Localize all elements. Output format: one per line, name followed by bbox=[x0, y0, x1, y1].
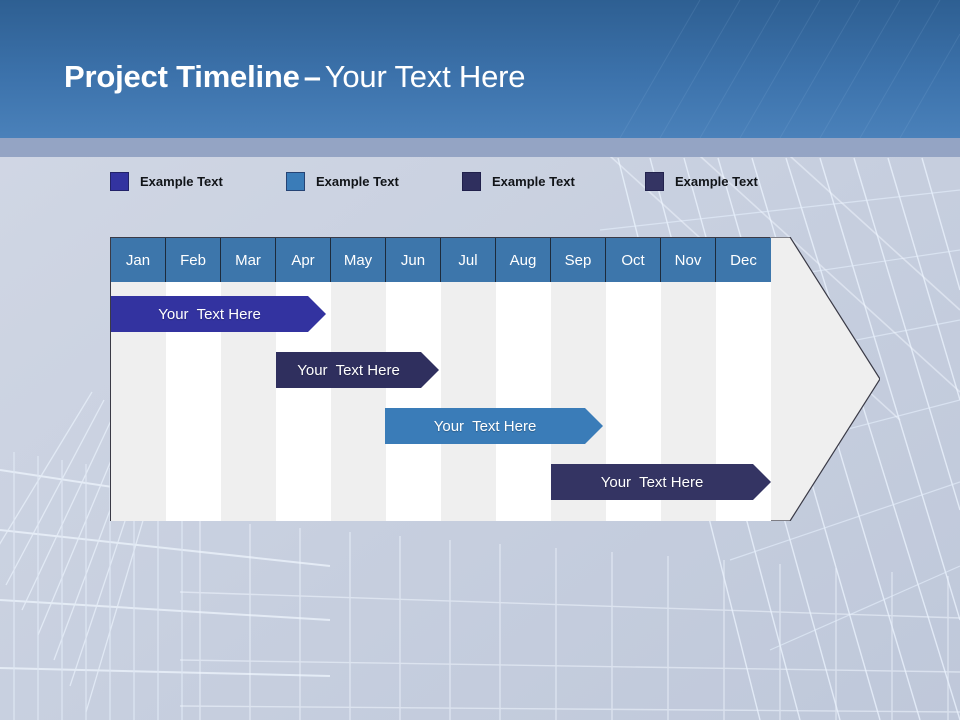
legend-label: Example Text bbox=[140, 173, 223, 189]
legend-label: Example Text bbox=[675, 173, 758, 189]
month-header-aug[interactable]: Aug bbox=[496, 238, 551, 282]
month-header-oct[interactable]: Oct bbox=[606, 238, 661, 282]
month-header-sep[interactable]: Sep bbox=[551, 238, 606, 282]
page-title-primary: Project Timeline bbox=[64, 59, 300, 94]
month-header-apr[interactable]: Apr bbox=[276, 238, 331, 282]
task-bar-label: Your Text Here bbox=[433, 417, 537, 435]
legend-swatch-icon bbox=[110, 171, 129, 191]
task-bar-2[interactable]: Your Text Here bbox=[276, 352, 439, 388]
task-bar-shape bbox=[385, 408, 603, 444]
legend-item-3[interactable]: Example Text bbox=[462, 170, 575, 192]
month-header-nov[interactable]: Nov bbox=[661, 238, 716, 282]
task-bar-shape bbox=[276, 352, 439, 388]
task-bar-shape bbox=[551, 464, 771, 500]
task-bar-label: Your Text Here bbox=[297, 361, 400, 379]
legend-item-2[interactable]: Example Text bbox=[286, 170, 399, 192]
header-wireframe-art bbox=[619, 0, 960, 138]
task-bar-1[interactable]: Your Text Here bbox=[111, 296, 326, 332]
task-bar-label: Your Text Here bbox=[158, 305, 261, 323]
slide-header-band: Project Timeline–Your Text Here bbox=[0, 0, 960, 138]
task-bar-label: Your Text Here bbox=[600, 473, 704, 491]
page-title-separator: – bbox=[303, 59, 321, 94]
month-header-jan[interactable]: Jan bbox=[111, 238, 166, 282]
legend-swatch-icon bbox=[286, 171, 305, 191]
page-title: Project Timeline–Your Text Here bbox=[64, 57, 525, 97]
month-header-may[interactable]: May bbox=[331, 238, 386, 282]
month-header-jul[interactable]: Jul bbox=[441, 238, 496, 282]
legend-label: Example Text bbox=[316, 173, 399, 189]
task-bar-shape bbox=[111, 296, 326, 332]
grid-column-jul bbox=[441, 282, 496, 521]
month-header-mar[interactable]: Mar bbox=[221, 238, 276, 282]
legend: Example Text Example Text Example Text Exam… bbox=[110, 170, 810, 192]
task-bar-4[interactable]: Your Text Here bbox=[551, 464, 771, 500]
month-header-jun[interactable]: Jun bbox=[386, 238, 441, 282]
legend-item-1[interactable]: Example Text bbox=[110, 170, 223, 192]
legend-item-4[interactable]: Example Text bbox=[645, 170, 758, 192]
legend-swatch-icon bbox=[462, 171, 481, 191]
legend-label: Example Text bbox=[492, 173, 575, 189]
task-bar-3[interactable]: Your Text Here bbox=[385, 408, 603, 444]
grid-column-aug bbox=[496, 282, 551, 521]
month-header-dec[interactable]: Dec bbox=[716, 238, 771, 282]
subheader-band bbox=[0, 138, 960, 157]
page-title-secondary: Your Text Here bbox=[324, 59, 526, 94]
grid-column-may bbox=[331, 282, 386, 521]
grid-column-jun bbox=[386, 282, 441, 521]
legend-swatch-icon bbox=[645, 171, 664, 191]
month-header-feb[interactable]: Feb bbox=[166, 238, 221, 282]
